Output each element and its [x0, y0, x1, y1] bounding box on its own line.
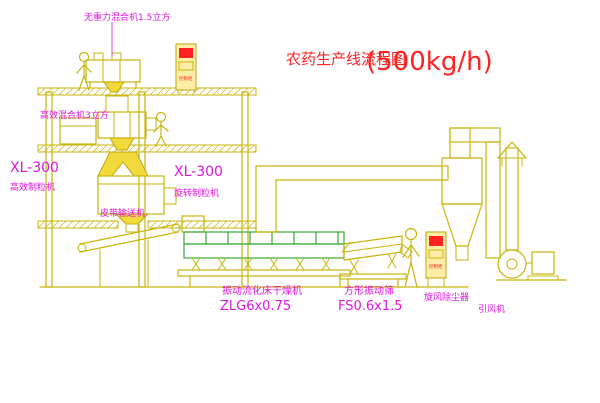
- control-cabinet-1: 控制柜: [175, 43, 197, 94]
- label-dryer-model: ZLG6x0.75: [220, 299, 291, 314]
- diagram-capacity: (500kg/h): [366, 47, 493, 77]
- label-dryer-name: 振动流化床干燥机: [222, 284, 302, 297]
- diagram-title: 农药生产线流程图: [286, 50, 406, 68]
- control-cabinet-2: 控制柜: [425, 231, 447, 288]
- label-granulator-left-name: 高效制粒机: [10, 181, 55, 193]
- floor-slab-low-left: [37, 220, 119, 229]
- label-granulator-left-model: XL-300: [10, 160, 59, 176]
- operator-figure-3: [402, 227, 420, 288]
- label-screen-name: 方形振动筛: [344, 284, 394, 297]
- dryer-springs: [191, 257, 331, 271]
- cabinet-label: 控制柜: [429, 263, 443, 270]
- label-granulator-name: 旋转制粒机: [174, 187, 219, 199]
- cabinet-label: 控制柜: [179, 75, 193, 82]
- building-structure: [37, 87, 257, 288]
- cabinet-screen: [429, 236, 443, 246]
- y-chute: [97, 151, 149, 177]
- label-granulator-model: XL-300: [174, 164, 223, 180]
- floor-slab-top: [37, 87, 257, 96]
- label-mid-mixer: 高效混合机3立方: [40, 109, 109, 121]
- ground-line: [39, 279, 567, 288]
- granulator: [97, 175, 177, 233]
- label-cyclone: 旋风除尘器: [424, 291, 469, 303]
- cabinet-screen: [179, 48, 193, 58]
- storage-bin: [59, 117, 97, 145]
- exhaust-stack: [497, 141, 527, 251]
- operator-figure-2: [153, 111, 169, 147]
- fan-motor: [531, 251, 555, 275]
- label-fan: 引风机: [478, 303, 505, 315]
- high-efficiency-mixer: [97, 111, 157, 151]
- cyclone-separator: [441, 127, 501, 261]
- label-belt-conveyor: 皮带输送机: [100, 207, 145, 219]
- induced-draft-fan: [497, 249, 559, 281]
- fluid-bed-dryer: [177, 231, 351, 288]
- vibrating-screen: [339, 235, 413, 288]
- gravity-free-mixer: [85, 52, 141, 113]
- label-top-mixer: 无重力混合机1.5立方: [84, 11, 170, 23]
- label-screen-model: FS0.6x1.5: [338, 299, 403, 314]
- operator-figure-1: [76, 51, 92, 91]
- belt-conveyor: [77, 223, 181, 288]
- exhaust-duct: [255, 165, 449, 233]
- floor-slab-mid: [37, 144, 257, 153]
